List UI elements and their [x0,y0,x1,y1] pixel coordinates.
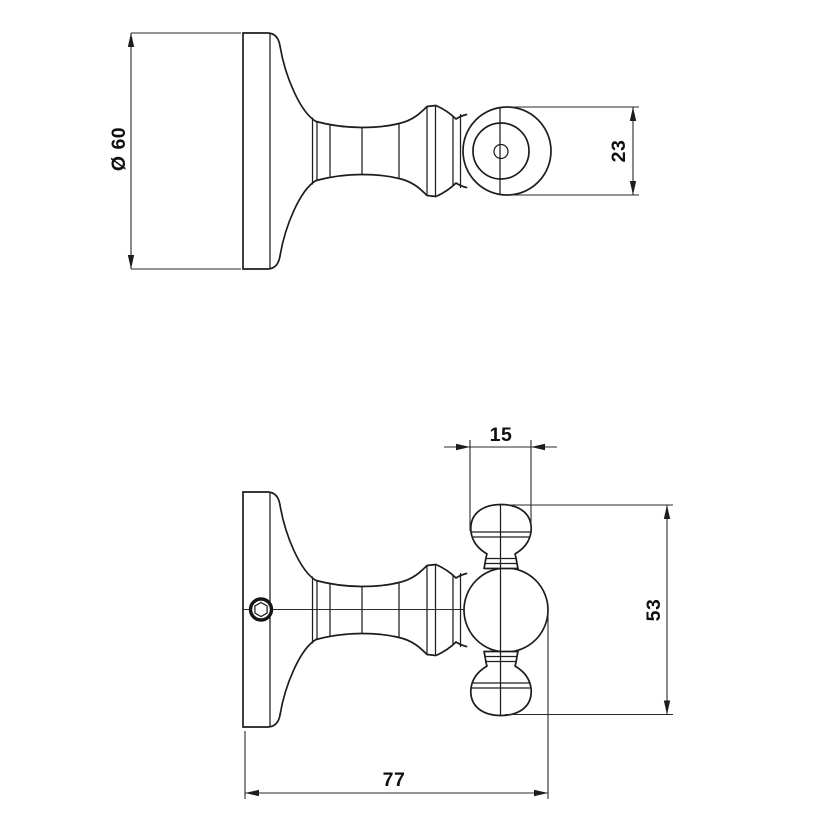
knob-outer-circle [462,106,552,196]
knob-center-hole [493,143,509,160]
side-view-knob [462,106,552,196]
dim-label-knob-diameter: 23 [608,140,630,163]
fixing-screw [248,597,274,622]
arrowhead-up [127,33,135,47]
arrowhead-left [245,789,259,797]
dimension-finial-width: 15 [444,424,557,531]
screw-head-circle [248,597,274,622]
dim-label-hook-span: 53 [643,599,665,622]
arrowhead-down [663,700,671,715]
arrowhead-left [531,443,545,451]
arrowhead-right [456,443,470,451]
dimension-flange-diameter: Ø 60 [108,32,241,270]
dim-label-overall-projection: 77 [383,769,406,791]
dim-label-finial-width: 15 [490,424,513,446]
front-view-stem-profile [279,504,468,716]
front-view: 15 53 77 [242,424,673,799]
arrowhead-down [629,181,637,195]
dimension-hook-span: 53 [505,504,673,716]
arrowhead-down [127,255,135,269]
dim-label-flange-diameter: Ø 60 [108,127,130,171]
dimension-knob-diameter: 23 [504,106,639,196]
side-view-flange [242,32,281,270]
knob-middle-circle [472,122,530,180]
screw-hex-socket [254,601,268,618]
side-view: Ø 60 23 [108,32,639,270]
side-view-stem-profile [279,45,468,257]
arrowhead-right [534,789,548,797]
hook-ball [463,567,549,653]
dimension-overall-projection: 77 [244,611,549,799]
arrowhead-up [629,107,637,121]
arrowhead-up [663,505,671,519]
